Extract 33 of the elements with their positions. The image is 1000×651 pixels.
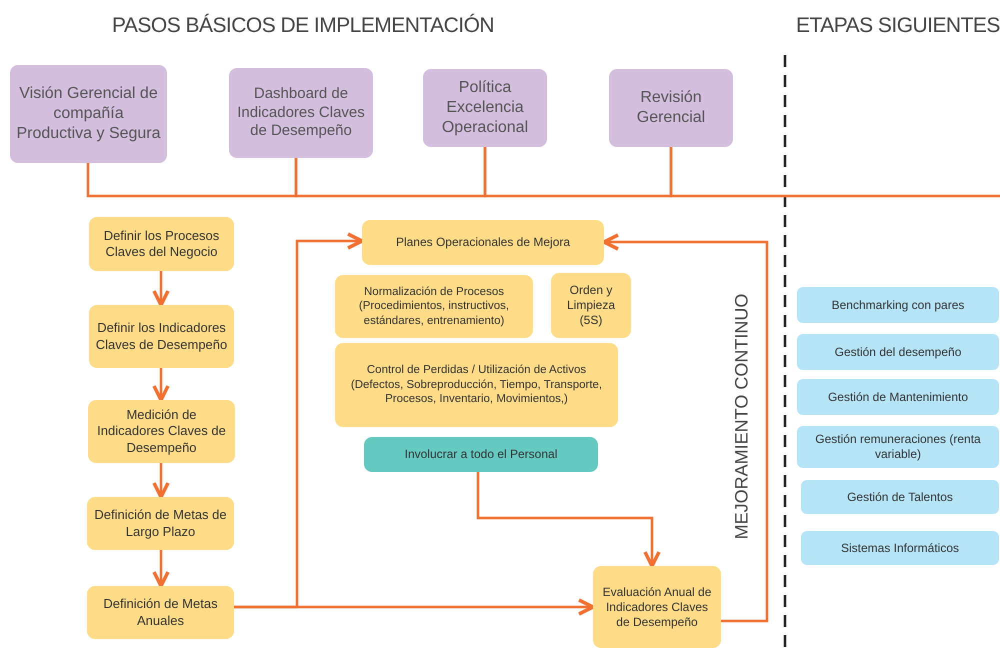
section-heading: PASOS BÁSICOS DE IMPLEMENTACIÓN	[112, 12, 494, 39]
process-box: Medición de Indicadores Claves de Desempeño	[88, 400, 235, 463]
process-box: Definir los Procesos Claves del Negocio	[89, 217, 234, 271]
process-box: Gestión del desempeño	[797, 334, 999, 370]
process-box: Gestión remuneraciones (renta variable)	[797, 426, 999, 468]
process-box: Definición de Metas de Largo Plazo	[87, 497, 234, 550]
process-box: Dashboard de Indicadores Claves de Desempeño	[229, 68, 373, 158]
process-box: Involucrar a todo el Personal	[364, 437, 598, 472]
connector-line	[670, 147, 1000, 198]
arrow	[602, 233, 768, 622]
process-box: Definición de Metas Anuales	[87, 586, 234, 639]
arrow	[152, 368, 170, 402]
process-box: Revisión Gerencial	[609, 69, 733, 147]
connector-line	[484, 147, 672, 198]
process-box: Evaluación Anual de Indicadores Claves de Desempeño	[593, 566, 721, 648]
process-box: Planes Operacionales de Mejora	[362, 220, 604, 265]
arrow	[152, 550, 170, 588]
process-box: Gestión de Mantenimiento	[797, 379, 999, 415]
process-box: Definir los Indicadores Claves de Desempeño	[89, 305, 234, 368]
process-box: Política Excelencia Operacional	[423, 69, 547, 147]
process-box: Visión Gerencial de compañía Productiva y Segura	[10, 65, 167, 163]
arrow	[234, 598, 595, 616]
process-box: Sistemas Informáticos	[801, 531, 999, 565]
process-box: Orden y Limpieza (5S)	[551, 273, 631, 338]
arrow	[476, 472, 661, 568]
process-box: Normalización de Procesos (Procedimientos, instructivos, estándares, entrenamiento)	[335, 275, 533, 338]
arrow	[152, 463, 170, 499]
process-box: Benchmarking con pares	[797, 287, 999, 323]
process-box: Gestión de Talentos	[801, 480, 999, 514]
process-box: Control de Perdidas / Utilización de Activos (Defectos, Sobreproducción, Tiempo, Transporte, Procesos, Inventario, Movimientos,)	[335, 343, 618, 427]
vertical-label: MEJORAMIENTO CONTINUO	[730, 292, 752, 542]
arrow	[152, 271, 170, 307]
section-heading: ETAPAS SIGUIENTES	[796, 13, 1000, 39]
